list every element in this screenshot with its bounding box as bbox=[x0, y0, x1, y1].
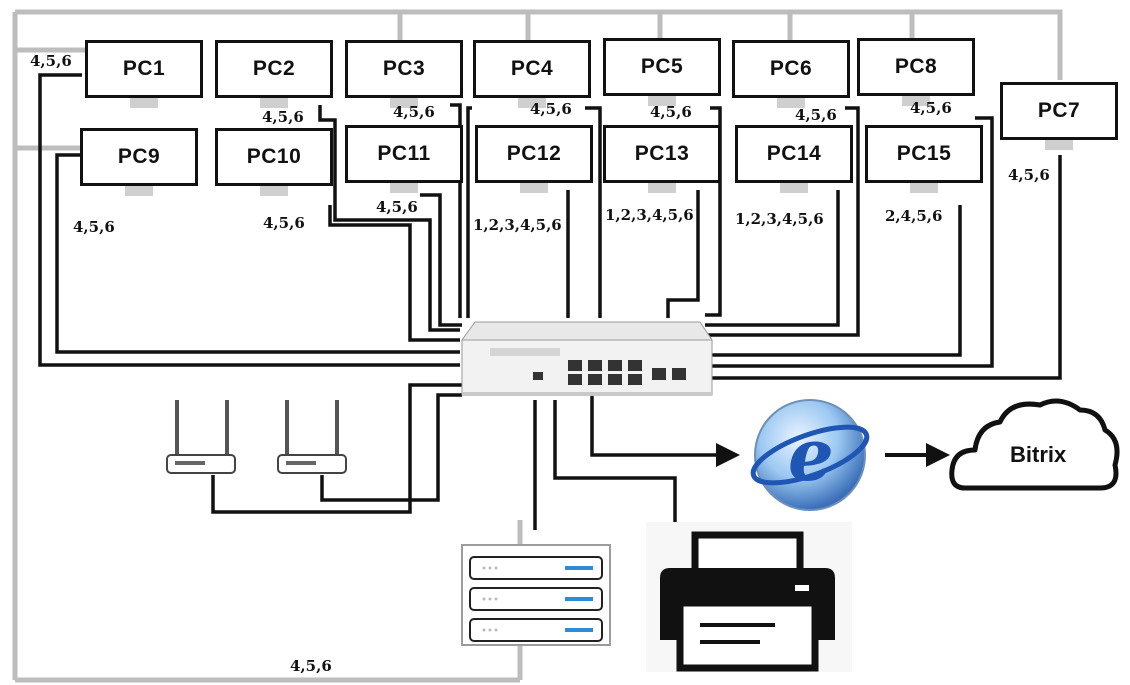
pc-label: PC13 bbox=[634, 142, 690, 165]
cloud-icon: Bitrix bbox=[949, 398, 1120, 491]
port-note-pc8: 4,5,6 bbox=[910, 99, 952, 117]
pc-monitor: PC12 bbox=[475, 125, 593, 183]
pc-stand bbox=[260, 186, 288, 196]
pc-monitor: PC1 bbox=[85, 40, 203, 98]
pc-monitor: PC13 bbox=[603, 125, 721, 183]
pc-label: PC1 bbox=[122, 57, 166, 80]
pc-stand bbox=[902, 96, 930, 106]
svg-text:e: e bbox=[788, 412, 834, 497]
pc-label: PC10 bbox=[246, 145, 302, 168]
port-note-pc5: 4,5,6 bbox=[650, 103, 692, 121]
pc-label: PC6 bbox=[769, 57, 813, 80]
pc-monitor: PC3 bbox=[345, 40, 463, 98]
port-note-pc3: 4,5,6 bbox=[393, 103, 435, 121]
port-note-pc9: 4,5,6 bbox=[73, 218, 115, 236]
port-note-pc14: 1,2,3,4,5,6 bbox=[735, 210, 824, 228]
server-rack-icon bbox=[461, 544, 611, 646]
port-note-pc13: 1,2,3,4,5,6 bbox=[605, 206, 694, 224]
pc-monitor: PC7 bbox=[1000, 82, 1118, 140]
pc-label: PC12 bbox=[506, 142, 562, 165]
pc-stand bbox=[777, 98, 805, 108]
pc-monitor: PC8 bbox=[857, 38, 975, 96]
pc-monitor: PC4 bbox=[473, 40, 591, 98]
pc-stand bbox=[130, 98, 158, 108]
pc-monitor: PC2 bbox=[215, 40, 333, 98]
pc-stand bbox=[1045, 140, 1073, 150]
port-note-pc10: 4,5,6 bbox=[263, 214, 305, 232]
pc-label: PC15 bbox=[896, 142, 952, 165]
black-cables bbox=[38, 73, 1062, 530]
pc-stand bbox=[125, 186, 153, 196]
arrow-to-cloud bbox=[885, 443, 950, 467]
pc-stand bbox=[780, 183, 808, 193]
pc-monitor: PC11 bbox=[345, 125, 463, 183]
pc-monitor: PC6 bbox=[732, 40, 850, 98]
printer-icon bbox=[646, 522, 852, 672]
pc-label: PC7 bbox=[1037, 99, 1081, 122]
port-note-pc6: 4,5,6 bbox=[795, 106, 837, 124]
pc-monitor: PC9 bbox=[80, 128, 198, 186]
pc-label: PC2 bbox=[252, 57, 296, 80]
gray-backbone bbox=[12, 9, 1063, 683]
pc-stand bbox=[520, 183, 548, 193]
pc-label: PC11 bbox=[377, 142, 431, 165]
port-note-bottom: 4,5,6 bbox=[290, 657, 332, 675]
pc-stand bbox=[260, 98, 288, 108]
pc-monitor: PC14 bbox=[735, 125, 853, 183]
port-note-pc2: 4,5,6 bbox=[262, 108, 304, 126]
pc-label: PC9 bbox=[117, 145, 161, 168]
pc-stand bbox=[910, 183, 938, 193]
wireless-router-icon bbox=[277, 400, 347, 474]
pc-label: PC8 bbox=[894, 55, 938, 78]
pc-stand bbox=[648, 96, 676, 106]
pc-monitor: PC15 bbox=[865, 125, 983, 183]
port-note-pc11: 4,5,6 bbox=[376, 198, 418, 216]
port-note-pc7: 4,5,6 bbox=[1008, 166, 1050, 184]
port-note-pc15: 2,4,5,6 bbox=[885, 207, 943, 225]
pc-stand bbox=[648, 183, 676, 193]
port-note-pc1: 4,5,6 bbox=[30, 52, 72, 70]
pc-label: PC4 bbox=[510, 57, 554, 80]
pc-monitor: PC10 bbox=[215, 128, 333, 186]
internet-explorer-icon: e bbox=[750, 399, 870, 511]
port-note-pc12: 1,2,3,4,5,6 bbox=[473, 216, 562, 234]
wireless-router-icon bbox=[166, 400, 236, 474]
network-switch-icon bbox=[461, 321, 713, 396]
arrow-to-browser bbox=[716, 443, 740, 467]
pc-stand bbox=[390, 183, 418, 193]
pc-label: PC14 bbox=[766, 142, 822, 165]
pc-label: PC5 bbox=[640, 55, 684, 78]
port-note-pc4: 4,5,6 bbox=[530, 100, 572, 118]
pc-monitor: PC5 bbox=[603, 38, 721, 96]
pc-stand bbox=[390, 98, 418, 108]
cloud-label: Bitrix bbox=[1010, 442, 1067, 467]
pc-label: PC3 bbox=[382, 57, 426, 80]
pc-stand bbox=[518, 98, 546, 108]
